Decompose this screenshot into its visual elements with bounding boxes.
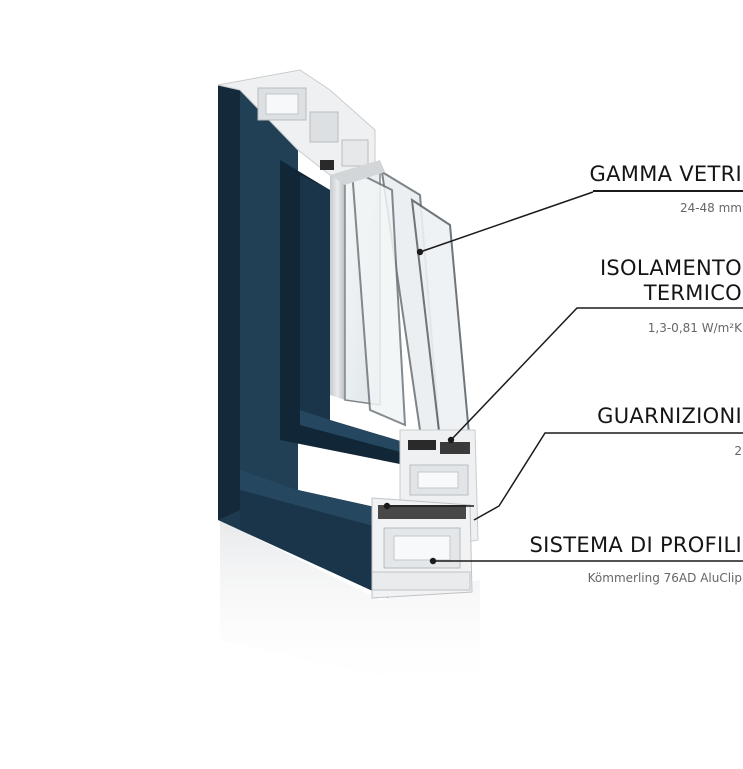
feature-title-line2: TERMICO	[643, 281, 742, 305]
leader-line-glass	[419, 191, 594, 253]
rule-glass	[593, 190, 743, 192]
feature-gaskets: GUARNIZIONI 2	[597, 404, 743, 458]
feature-value: Kömmerling 76AD AluClip	[587, 571, 742, 585]
leader-line-insulation	[450, 307, 743, 441]
floor-reflection	[220, 520, 480, 700]
leader-dot-insulation	[447, 436, 455, 444]
pvc-profile-bottom	[371, 429, 479, 599]
window-frame	[218, 85, 430, 598]
feature-title: SISTEMA DI PROFILI	[529, 533, 742, 557]
feature-title: GUARNIZIONI	[597, 404, 742, 428]
leader-lines	[383, 191, 743, 565]
feature-thermal-insulation: ISOLAMENTO TERMICO 1,3-0,81 W/m²K	[600, 256, 743, 335]
feature-title-line1: ISOLAMENTO	[599, 256, 742, 280]
feature-value: 1,3-0,81 W/m²K	[647, 321, 742, 335]
feature-value: 2	[734, 444, 742, 458]
triple-glazing	[330, 160, 472, 447]
feature-profile-system: SISTEMA DI PROFILI Kömmerling 76AD AluCl…	[530, 533, 743, 585]
leader-dot-profile	[429, 557, 437, 565]
feature-glass-range: GAMMA VETRI 24-48 mm	[590, 162, 743, 215]
leader-dot-glass	[416, 248, 424, 256]
feature-title: GAMMA VETRI	[589, 162, 742, 186]
feature-value: 24-48 mm	[679, 201, 742, 215]
leader-line-gaskets	[473, 432, 743, 521]
